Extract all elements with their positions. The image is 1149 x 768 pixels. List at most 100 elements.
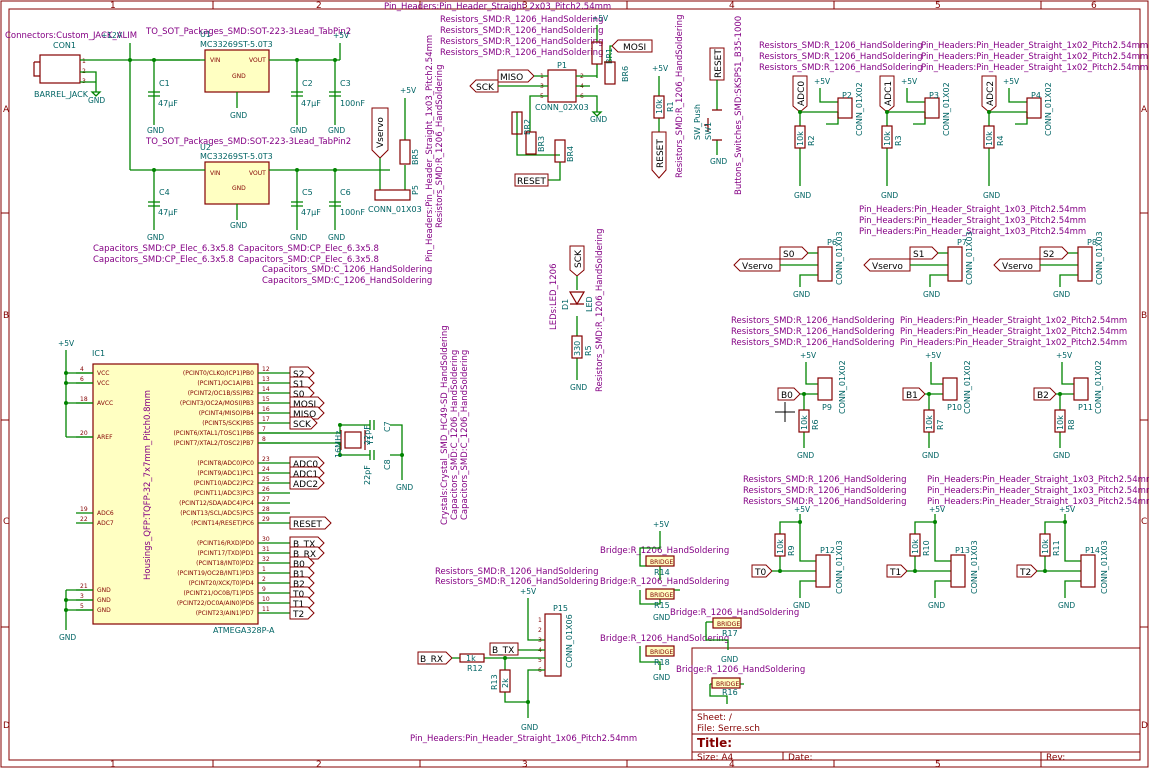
adc-res-value-2: 10k [985,131,994,146]
gnd-label-c2: GND [290,126,307,135]
button-resistor-1[interactable] [923,409,935,433]
barrel-jack-symbol[interactable]: 123 [33,54,86,85]
mcu-net-label-2-text: S0 [293,390,305,400]
mcu-right-pin-num-12: 27 [262,496,270,503]
mcu-left-pin-name-3: AREF [97,434,113,441]
button-connector-0[interactable] [817,377,833,401]
adc-connector-2[interactable] [1026,97,1042,119]
u1-ref: U1 [200,30,211,39]
mcu-right-pin-name-9: (PCINT9/ADC1)PC1 [197,470,254,477]
servo-vservo-label-0: Vservo [733,258,781,272]
servo-connector-1[interactable] [947,246,963,282]
t-res-ref-0: R9 [787,545,796,556]
y1-ref: Y1 [366,435,375,446]
servo-net-label-0-text: S0 [783,250,795,260]
isp-section: Pin_Headers:Pin_Header_Straight_2x03_Pit… [384,2,744,195]
mcu-right-pin-name-3: (PCINT3/OC2A/MOSI)PB3 [180,400,254,407]
bridge-r14[interactable] [645,555,675,567]
c8-ref: C8 [383,459,392,470]
connector-p15[interactable]: 123 456 [538,613,562,677]
mcu-net-label-19-text: B2 [293,580,305,590]
row-label-b-right: B [1141,311,1147,321]
button-connector-1[interactable] [942,377,958,401]
u1-value: MC33269ST-5.0T3 [200,40,273,49]
bridge-r18[interactable] [645,645,675,657]
v5-label-isp: +5V [592,14,609,23]
bridge-br4[interactable] [554,139,566,163]
bridge-r15[interactable] [645,588,675,600]
col-label-4: 4 [729,1,735,11]
row-label-d-right: D [1141,721,1148,731]
resistor-r5[interactable] [571,335,583,359]
svg-text:BRIDGE: BRIDGE [650,592,673,599]
svg-text:GND: GND [232,185,246,192]
bridge-br2[interactable] [511,111,523,135]
adc-connector-1[interactable] [924,97,940,119]
svg-text:2: 2 [538,627,542,634]
button-resistor-2[interactable] [1054,409,1066,433]
button-conn-value-0: CONN_01X02 [838,360,847,414]
t-connector-2[interactable] [1080,554,1096,588]
crystal-y1[interactable] [340,430,366,450]
adc-resistor-1[interactable] [881,125,893,149]
uart-res-footprint-2: Resistors_SMD:R_1206_HandSoldering [435,577,598,587]
mcu-left-pin-num-5: 22 [80,516,88,523]
t-resistor-2[interactable] [1039,533,1051,557]
regulator-u1[interactable]: VIN VOUT GND [204,49,270,93]
t-resistor-0[interactable] [774,533,786,557]
adc-conn-value-1: CONN_01X02 [942,82,951,136]
t-resistor-1[interactable] [909,533,921,557]
mcu-right-pin-num-11: 26 [262,486,270,493]
button-res-value-0: 10k [800,415,809,430]
bridge-br5[interactable] [399,139,411,165]
c6-ref: C6 [340,188,351,197]
servo-conn-ref-2: P8 [1087,238,1097,247]
mcu-left-pin-name-4: ADC6 [97,510,114,517]
svg-text:BRIDGE: BRIDGE [650,649,673,656]
t-res-ref-1: R10 [922,540,931,556]
resistor-r1[interactable] [653,95,665,119]
bridge-br6[interactable] [604,61,616,85]
mcu-right-pin-name-7: (PCINT7/XTAL2/TOSC2)PB7 [174,440,255,447]
mcu-net-label-3-text: MOSI [293,400,316,410]
mcu-left-pin-num-1: 6 [80,376,84,383]
t-res-value-0: 10k [776,539,785,554]
button-gnd-label-1: GND [922,451,939,460]
connector-p5[interactable] [374,189,411,201]
r18-ref: R18 [654,658,670,667]
microcontroller-ic1[interactable] [92,363,259,625]
adc-res-ref-2: R4 [996,135,1005,146]
mcu-left-pin-name-5: ADC7 [97,520,114,527]
bridge-r17[interactable] [712,617,742,629]
adc-resistor-0[interactable] [794,125,806,149]
svg-text:SCK: SCK [574,249,584,268]
adc-conn-value-2: CONN_01X02 [1044,82,1053,136]
t-connector-1[interactable] [950,554,966,588]
mcu-right-pin-num-10: 25 [262,476,270,483]
t-connector-0[interactable] [815,554,831,588]
servo-connector-2[interactable] [1077,246,1093,282]
mcu-net-label-15-text: B_TX [293,540,315,550]
gnd-label-sw: GND [710,157,727,166]
bridge-br3[interactable] [525,131,537,155]
button-resistor-0[interactable] [798,409,810,433]
adc-resistor-2[interactable] [983,125,995,149]
led-d1[interactable] [568,291,586,306]
mcu-right-pin-name-4: (PCINT4/MISO)PB4 [199,410,254,417]
resistor-r12[interactable] [459,653,485,663]
mcu-right-pin-name-8: (PCINT8/ADC0)PC0 [197,460,254,467]
caps-footprint-f: Capacitors_SMD:C_1206_HandSoldering [262,276,432,286]
push-button-sw1[interactable] [704,109,722,141]
resistor-r13[interactable] [499,669,511,693]
bridge-br1[interactable] [591,41,603,65]
adc-connector-0[interactable] [837,97,853,119]
button-connector-2[interactable] [1073,377,1089,401]
regulator-u2[interactable]: VIN VOUT GND [204,161,270,205]
gnd-label-r18: GND [653,673,670,682]
servo-connector-0[interactable] [817,246,833,282]
servo-conn-ref-1: P7 [957,238,967,247]
bridge-r16[interactable] [711,677,741,689]
